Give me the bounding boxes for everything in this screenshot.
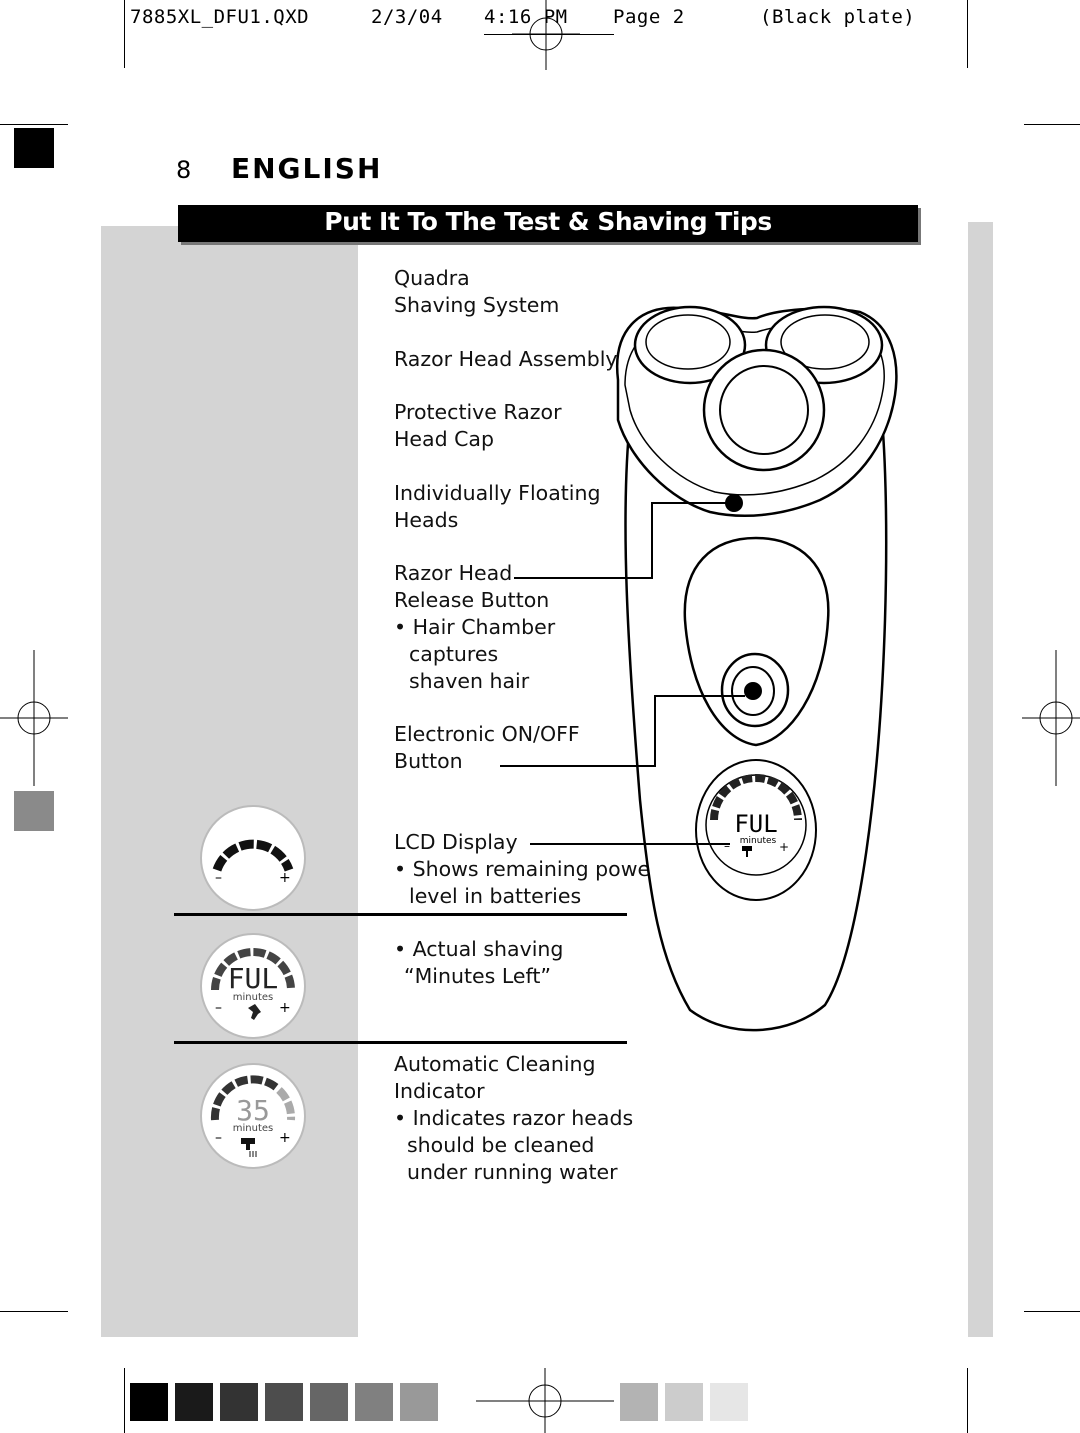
svg-text:–: –: [215, 1130, 222, 1146]
svg-text:35: 35: [236, 1094, 270, 1127]
svg-text:–: –: [724, 839, 730, 853]
lcd-full-icon: FUL minutes – +: [200, 933, 306, 1039]
corner-square-black: [14, 128, 54, 168]
label-razor-head: Razor Head: [394, 561, 513, 585]
color-swatch: [355, 1383, 393, 1421]
svg-text:minutes: minutes: [233, 1123, 273, 1134]
crop-mark: [1024, 1311, 1080, 1312]
label-minutes-left: “Minutes Left”: [404, 964, 552, 988]
color-swatch: [665, 1383, 703, 1421]
svg-text:+: +: [279, 1130, 291, 1146]
slug-page: Page 2: [613, 6, 685, 28]
svg-text:+: +: [279, 1000, 291, 1016]
svg-text:+: +: [279, 870, 291, 886]
slug-file: 7885XL_DFU1.QXD: [130, 6, 310, 28]
svg-text:minutes: minutes: [740, 836, 777, 846]
section-title: ENGLISH: [231, 152, 383, 185]
shaver-illustration: FUL minutes – +: [500, 305, 898, 1032]
label-button: Button: [394, 749, 463, 773]
label-indicator: Indicator: [394, 1079, 485, 1103]
label-lcd-display: LCD Display: [394, 830, 518, 854]
slug-date: 2/3/04: [371, 6, 443, 28]
lcd-empty-icon: – +: [200, 805, 306, 911]
label-release-button: Release Button: [394, 588, 550, 612]
registration-mark-icon: [512, 0, 580, 70]
color-swatch: [710, 1383, 748, 1421]
slug-time: 4:16 PM: [484, 6, 568, 28]
svg-text:–: –: [215, 870, 222, 886]
label-quadra: Quadra: [394, 266, 470, 290]
label-hair-chamber: • Hair Chamber: [394, 615, 556, 639]
color-swatch: [310, 1383, 348, 1421]
label-level-in-batteries: level in batteries: [409, 884, 582, 908]
right-gray-strip: [968, 222, 993, 1337]
color-swatch: [175, 1383, 213, 1421]
label-captures: captures: [409, 642, 499, 666]
svg-text:–: –: [215, 1000, 222, 1016]
registration-mark-icon: [476, 1368, 614, 1433]
svg-text:minutes: minutes: [233, 992, 273, 1003]
section-divider: [174, 1041, 627, 1044]
label-heads: Heads: [394, 508, 459, 532]
corner-square-gray: [14, 791, 54, 831]
registration-mark-icon: [0, 650, 68, 786]
label-razor-head-assembly: Razor Head Assembly: [394, 347, 618, 371]
color-swatch: [265, 1383, 303, 1421]
crop-mark: [0, 124, 68, 125]
section-divider: [174, 913, 627, 916]
label-individually-floating: Individually Floating: [394, 481, 601, 505]
print-slug: 7885XL_DFU1.QXD 2/3/04 4:16 PM Page 2 (B…: [130, 6, 950, 138]
label-electronic-onoff: Electronic ON/OFF: [394, 722, 580, 746]
crop-mark: [967, 1368, 968, 1433]
crop-mark: [0, 1311, 68, 1312]
label-under-running-water: under running water: [407, 1160, 618, 1184]
banner-title: Put It To The Test & Shaving Tips: [324, 207, 772, 236]
label-head-cap: Head Cap: [394, 427, 495, 451]
title-banner: Put It To The Test & Shaving Tips: [178, 205, 918, 242]
label-indicates-razor: • Indicates razor heads: [394, 1106, 634, 1130]
label-should-be-cleaned: should be cleaned: [407, 1133, 595, 1157]
svg-text:FUL: FUL: [734, 810, 777, 838]
svg-text:FUL: FUL: [228, 962, 279, 995]
slug-plate: (Black plate): [760, 6, 916, 28]
crop-mark: [967, 0, 968, 68]
svg-text:+: +: [779, 840, 789, 854]
crop-mark: [124, 1368, 125, 1433]
label-shaving-system: Shaving System: [394, 293, 560, 317]
crop-mark: [124, 0, 125, 68]
lcd-cleaning-icon: 35 minutes – +: [200, 1063, 306, 1169]
registration-mark-icon: [1022, 650, 1080, 786]
label-actual-shaving: • Actual shaving: [394, 937, 564, 961]
color-swatch: [130, 1383, 168, 1421]
color-swatch: [220, 1383, 258, 1421]
page-number: 8: [176, 156, 192, 184]
label-shaven-hair: shaven hair: [409, 669, 530, 693]
color-swatch: [400, 1383, 438, 1421]
label-automatic-cleaning: Automatic Cleaning: [394, 1052, 596, 1076]
crop-mark: [1024, 124, 1080, 125]
label-protective-razor: Protective Razor: [394, 400, 562, 424]
color-swatch: [620, 1383, 658, 1421]
